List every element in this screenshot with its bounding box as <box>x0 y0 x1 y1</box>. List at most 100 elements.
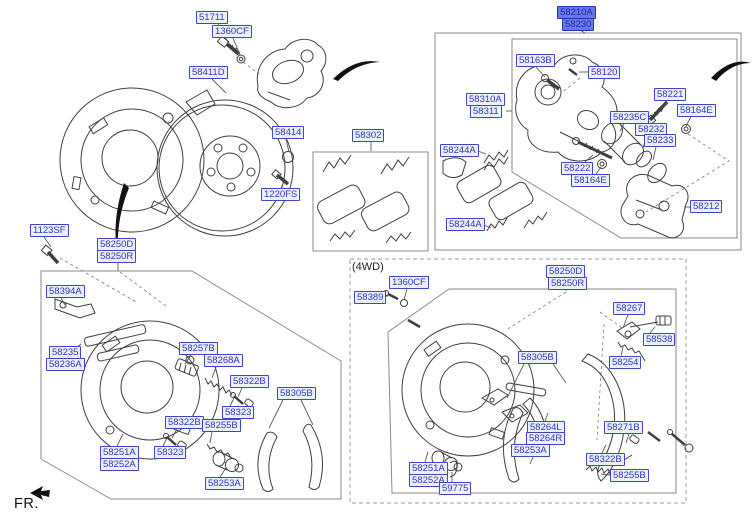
part-label-1360cf[interactable]: 1360CF <box>212 25 252 38</box>
leader-line <box>584 154 594 163</box>
part-label-58323[interactable]: 58323 <box>222 406 255 419</box>
part-label-58322b-3[interactable]: 58322B <box>586 453 625 466</box>
adjuster-58257b-drawing <box>174 358 199 377</box>
leader-line <box>477 150 487 155</box>
part-label-58164e[interactable]: 58164E <box>677 104 716 117</box>
part-label-58411d[interactable]: 58411D <box>189 66 228 79</box>
part-label-58323-2[interactable]: 58323 <box>154 446 187 459</box>
part-label-51711[interactable]: 51711 <box>196 11 228 24</box>
part-label-58236a[interactable]: 58236A <box>46 358 85 371</box>
part-label-58414[interactable]: 58414 <box>272 126 305 139</box>
leader-line <box>285 138 290 153</box>
leader-line <box>424 451 429 463</box>
leader-line <box>300 399 314 426</box>
part-label-58389[interactable]: 58389 <box>354 291 387 304</box>
pad-kit-box <box>312 151 429 252</box>
part-label-58233[interactable]: 58233 <box>644 134 677 147</box>
curved-arrow <box>711 61 751 81</box>
part-label-58221[interactable]: 58221 <box>654 88 687 101</box>
bolt-1123sf-drawing <box>40 244 60 265</box>
part-label-58212[interactable]: 58212 <box>690 200 723 213</box>
part-label-59775[interactable]: 59775 <box>439 482 472 495</box>
part-label-58271b[interactable]: 58271B <box>604 421 643 434</box>
part-label-1123sf[interactable]: 1123SF <box>30 224 69 237</box>
part-label-58302[interactable]: 58302 <box>352 129 385 142</box>
brake-rotor-drawing <box>156 99 294 237</box>
part-label-58252a[interactable]: 58252A <box>100 458 139 471</box>
boot-58233-drawing <box>647 162 667 184</box>
leader-line <box>601 444 607 454</box>
4wd-pin-58322b-drawing <box>629 431 661 445</box>
leader-line <box>184 354 192 365</box>
parking-brake-box <box>40 270 342 500</box>
caliper-assembly-drawing <box>256 38 327 109</box>
part-label-58255b[interactable]: 58255B <box>202 419 241 432</box>
cap-58414-drawing <box>282 151 294 163</box>
part-label-58305b[interactable]: 58305B <box>277 387 316 400</box>
part-label-58252a-2[interactable]: 58252A <box>409 474 448 487</box>
caliper-inner-box <box>511 38 738 239</box>
part-label-58244a-2[interactable]: 58244A <box>446 218 485 231</box>
bolt-pin-58322b-58323-upper-drawing <box>230 392 254 408</box>
strut-58235-drawing <box>83 324 147 362</box>
leader-line <box>116 433 124 447</box>
leader-line <box>209 431 213 444</box>
part-label-58538[interactable]: 58538 <box>643 333 676 346</box>
caliper-kit-box <box>434 32 742 251</box>
piston-58235c-drawing <box>601 121 644 166</box>
leader-line <box>280 183 284 189</box>
part-label-1220fs[interactable]: 1220FS <box>261 188 301 201</box>
group-boxes <box>40 32 742 504</box>
leader-line <box>625 433 630 444</box>
part-label-58254[interactable]: 58254 <box>609 356 642 369</box>
4wd-clip-59775-drawing <box>449 460 458 478</box>
leader-line <box>162 437 168 447</box>
leader-line <box>403 288 408 301</box>
4wd-bolt-58271b-drawing <box>667 429 694 453</box>
part-label-58268a[interactable]: 58268A <box>204 354 243 367</box>
part-label-58322b-2[interactable]: 58322B <box>165 416 204 429</box>
leader-line <box>211 78 227 94</box>
part-label-58251a[interactable]: 58251A <box>100 446 139 459</box>
part-label-58253a[interactable]: 58253A <box>205 477 244 490</box>
bolt-51711-drawing <box>216 35 241 56</box>
part-label-58311[interactable]: 58311 <box>470 105 502 118</box>
part-label-58255b-2[interactable]: 58255B <box>610 469 649 482</box>
part-label-58322b[interactable]: 58322B <box>230 375 269 388</box>
part-label-58253a-2[interactable]: 58253A <box>511 444 550 457</box>
part-label-58235c[interactable]: 58235C <box>610 111 650 124</box>
part-label-58163b[interactable]: 58163B <box>516 54 555 67</box>
4wd-box <box>349 258 687 504</box>
4wd-lever-58267-drawing <box>616 321 641 340</box>
leader-line <box>544 412 549 422</box>
leader-line <box>232 37 241 56</box>
4wd-spring-58254-drawing <box>617 341 646 362</box>
leader-line <box>219 467 227 478</box>
leader-line <box>552 363 567 384</box>
leader-line <box>620 346 624 357</box>
spring-58268a-drawing <box>204 377 233 396</box>
part-label-58250r-2[interactable]: 58250R <box>548 277 588 290</box>
part-label-58267[interactable]: 58267 <box>613 302 646 315</box>
4wd-plate-drawing <box>401 323 535 457</box>
part-label-58250d[interactable]: 58250D <box>97 238 137 251</box>
part-label-58257b[interactable]: 58257B <box>179 342 218 355</box>
spring-58255b-drawing <box>206 443 232 459</box>
leader-line <box>622 314 629 329</box>
part-label-58164e-2[interactable]: 58164E <box>571 174 610 187</box>
part-label-58394a[interactable]: 58394A <box>46 285 85 298</box>
leader-line <box>211 366 217 379</box>
pad-kit-drawing <box>317 154 412 244</box>
4wd-parking-brake-box <box>387 288 677 494</box>
part-label-58244a[interactable]: 58244A <box>440 144 479 157</box>
bleeder-screw-58120-drawing <box>568 57 578 76</box>
part-label-58250d-2[interactable]: 58250D <box>546 265 586 278</box>
leader-line <box>685 116 692 127</box>
part-label-58305b-2[interactable]: 58305B <box>518 351 557 364</box>
pads-58244a-drawing <box>442 149 548 232</box>
part-label-58250r[interactable]: 58250R <box>97 250 137 263</box>
part-label-1360cf-2[interactable]: 1360CF <box>389 276 429 289</box>
part-label-58230[interactable]: 58230 <box>562 18 595 31</box>
part-label-58120[interactable]: 58120 <box>588 66 621 79</box>
